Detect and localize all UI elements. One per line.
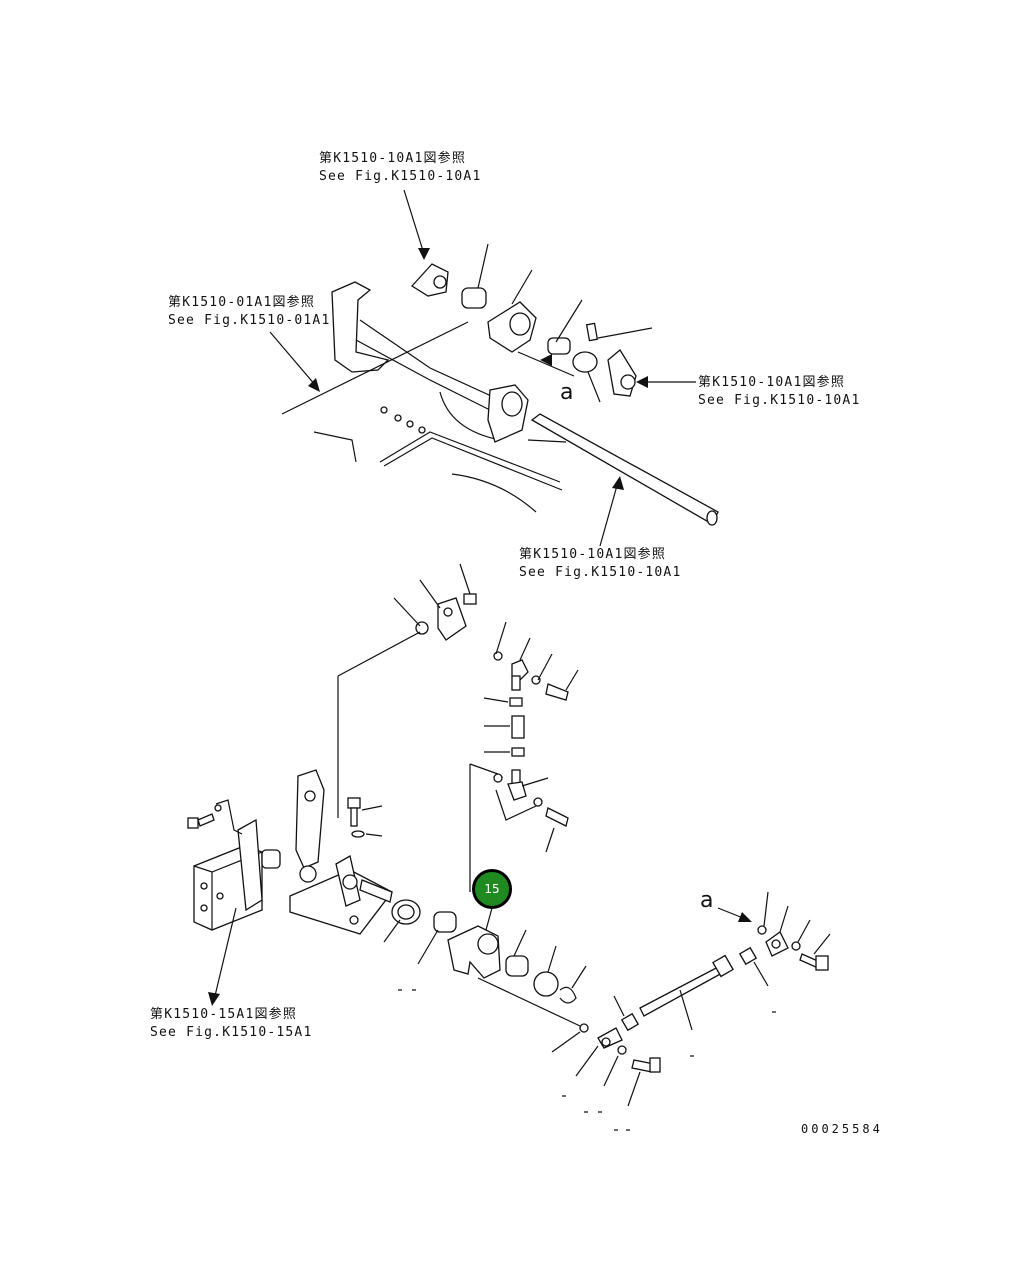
bolt-right	[799, 953, 829, 971]
upper-yoke-right	[607, 349, 637, 397]
lower-bushing	[433, 911, 457, 933]
rod-end-lower	[507, 769, 527, 801]
rod-end-right	[765, 931, 789, 957]
bolt-left	[187, 799, 243, 835]
ref-en: See Fig.K1510-10A1	[698, 393, 861, 408]
upper-bushing	[461, 287, 487, 309]
ref-jp: 第K1510-10A1図参照	[698, 375, 846, 390]
view-mark-a-upper: a	[560, 380, 574, 405]
ref-jp: 第K1510-15A1図参照	[150, 1007, 298, 1022]
drawing-number: 00025584	[801, 1122, 883, 1136]
upper-collar	[572, 351, 598, 373]
ref-en: See Fig.K1510-10A1	[319, 169, 482, 184]
rod-end-bottom	[597, 1027, 623, 1049]
ref-label-right: 第K1510-10A1図参照 See Fig.K1510-10A1	[698, 374, 860, 410]
ref-en: See Fig.K1510-01A1	[168, 313, 331, 328]
ref-label-top: 第K1510-10A1図参照 See Fig.K1510-10A1	[319, 150, 481, 186]
link-bracket	[415, 593, 477, 641]
base-bracket	[289, 855, 393, 935]
ref-jp: 第K1510-10A1図参照	[519, 547, 667, 562]
lower-link-rod	[639, 946, 758, 1017]
rod-end-upper	[511, 659, 529, 691]
lever-arm	[295, 769, 325, 883]
callout-number: 15	[484, 882, 500, 896]
switch-bracket	[237, 818, 263, 912]
nut-lower	[620, 1012, 640, 1032]
upper-bushing-2	[547, 337, 571, 355]
ref-label-bottom: 第K1510-15A1図参照 See Fig.K1510-15A1	[150, 1006, 312, 1042]
ref-en: See Fig.K1510-15A1	[150, 1025, 313, 1040]
bolt-bottom	[631, 1057, 661, 1073]
upper-bracket	[331, 281, 501, 441]
bolt-middle	[347, 797, 361, 827]
callout-15[interactable]: 15	[472, 869, 512, 909]
view-mark-a-lower: a	[700, 888, 714, 913]
ref-label-left: 第K1510-01A1図参照 See Fig.K1510-01A1	[168, 294, 330, 330]
upper-yoke-left	[410, 263, 449, 297]
upper-lever	[487, 384, 529, 443]
ref-en: See Fig.K1510-10A1	[519, 565, 682, 580]
upper-shaft	[530, 413, 719, 526]
ref-jp: 第K1510-10A1図参照	[319, 151, 467, 166]
switch-body	[193, 845, 281, 931]
upper-pin	[585, 322, 599, 342]
ref-jp: 第K1510-01A1図参照	[168, 295, 316, 310]
ref-label-shaft: 第K1510-10A1図参照 See Fig.K1510-10A1	[519, 546, 681, 582]
main-lever	[447, 925, 501, 979]
upper-lever-2	[487, 301, 537, 353]
